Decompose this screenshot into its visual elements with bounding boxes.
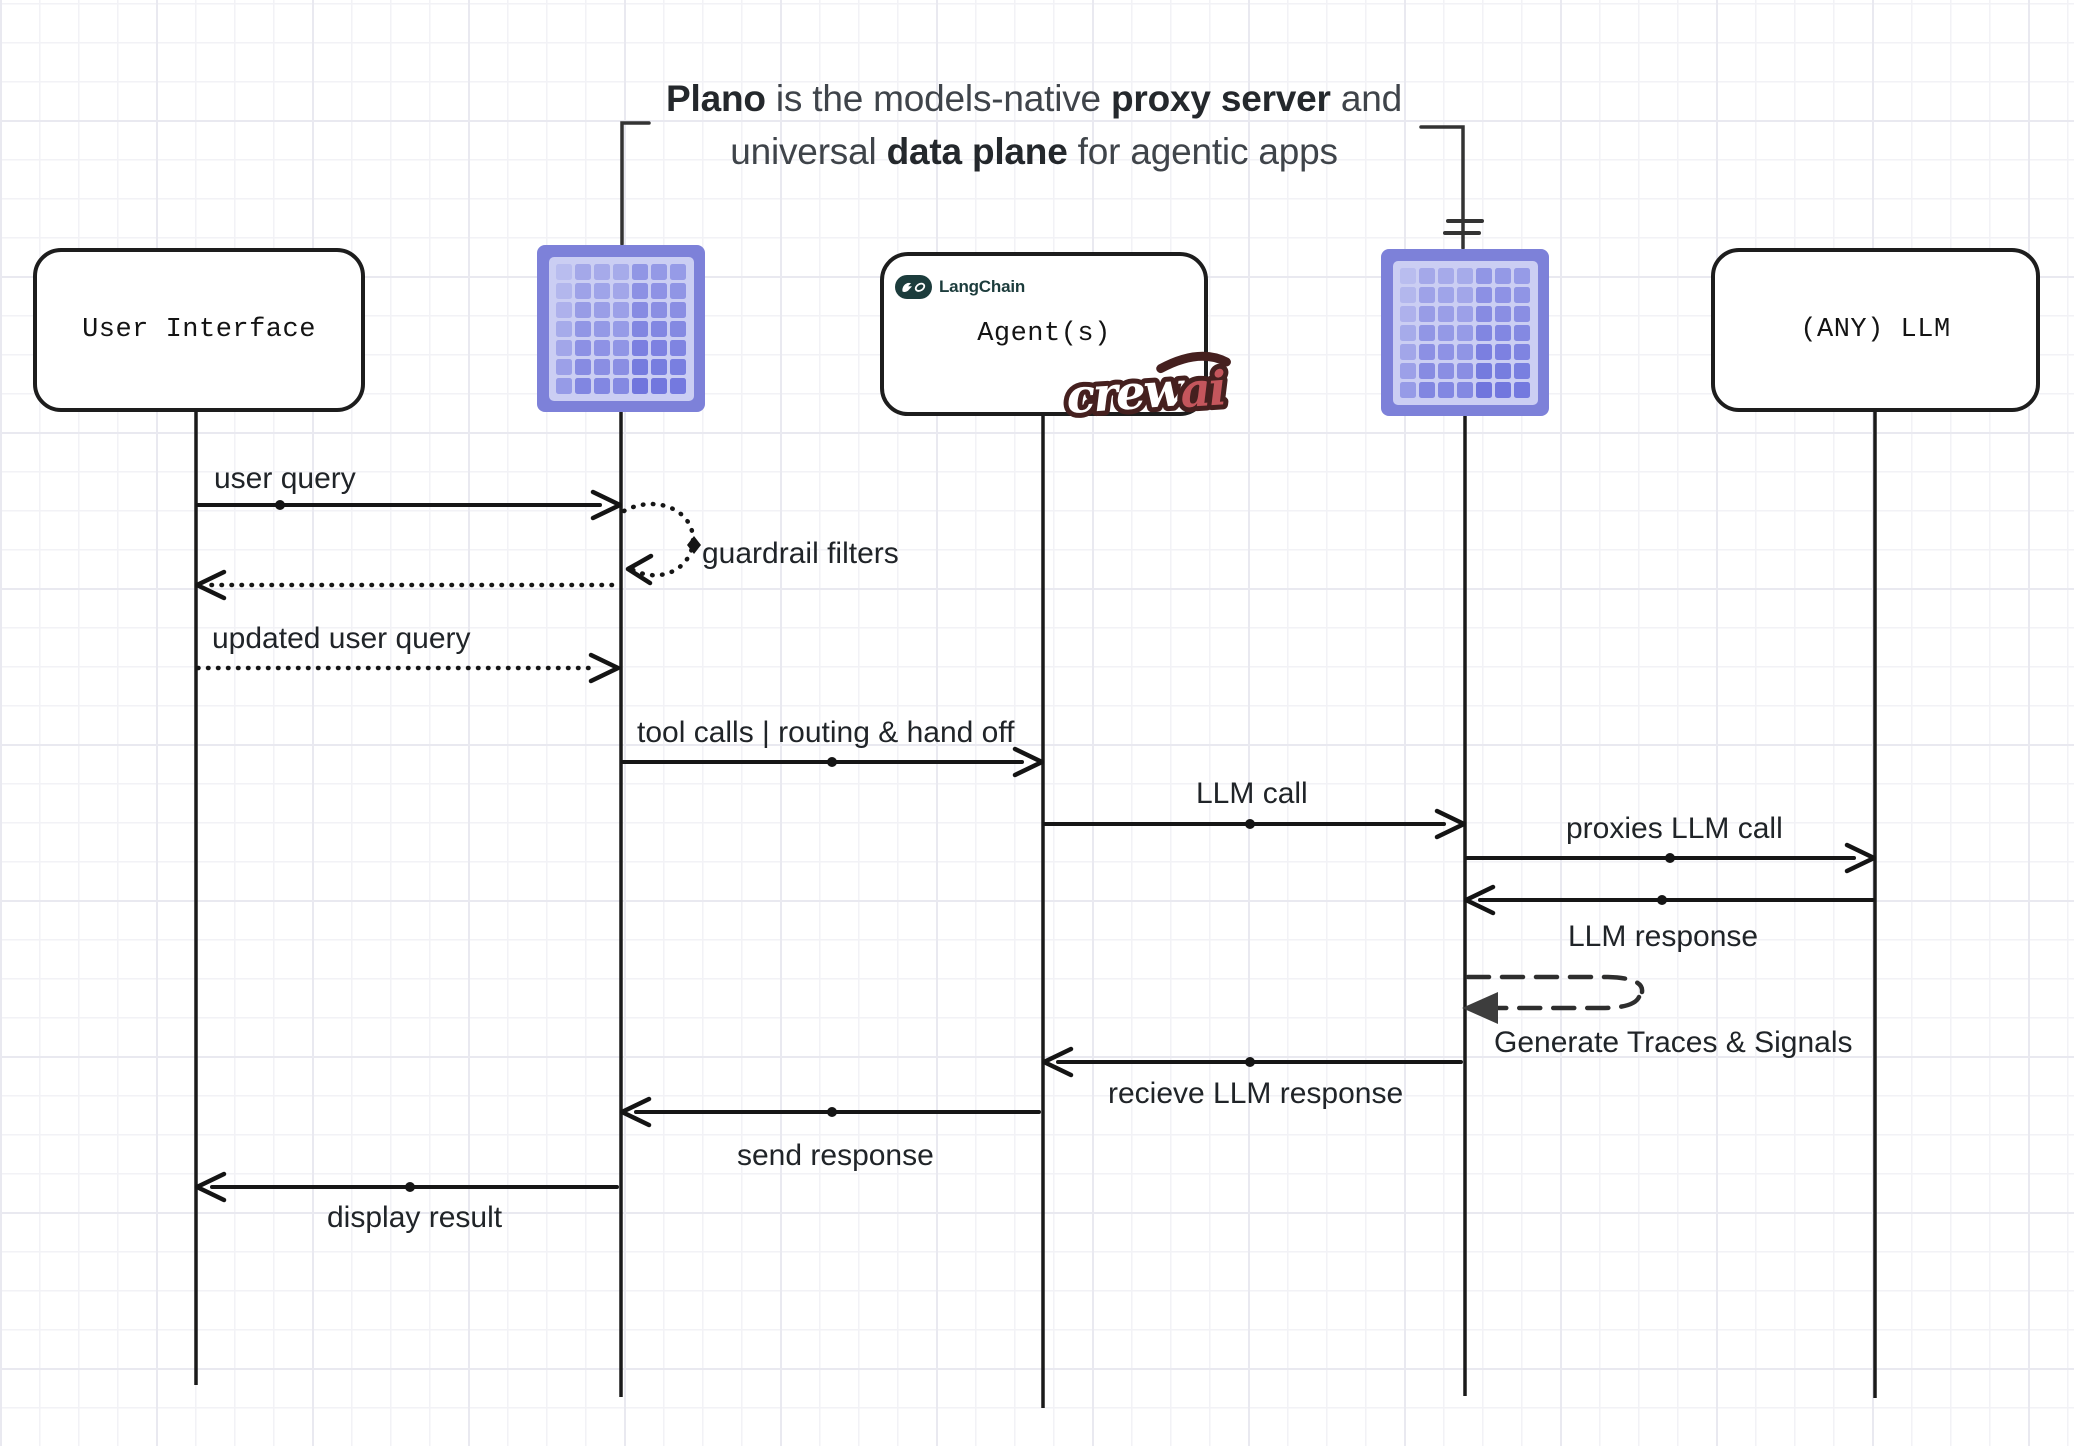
dotted-arrows bbox=[195, 501, 696, 671]
diagram-title: Plano is the models-native proxy server … bbox=[660, 72, 1408, 178]
langchain-glyphs bbox=[902, 282, 926, 292]
plano-pixel-panel bbox=[1392, 260, 1538, 405]
plano-pixel-grid-icon bbox=[1400, 267, 1530, 398]
guardrail-self-loop bbox=[621, 501, 696, 578]
langchain-wordmark: LangChain bbox=[939, 277, 1026, 296]
crewai-swoosh-icon bbox=[1156, 351, 1231, 374]
label-updated-user-query: updated user query bbox=[212, 622, 471, 655]
title-line-1: Plano is the models-native proxy server … bbox=[666, 78, 1402, 119]
actor-agents: Agent(s) bbox=[880, 252, 1208, 416]
arrow-heads bbox=[194, 489, 1877, 1203]
actor-any-llm: (ANY) LLM bbox=[1711, 248, 2040, 412]
traces-self-loop bbox=[1465, 974, 1645, 1011]
label-tool-calls: tool calls | routing & hand off bbox=[637, 716, 1015, 749]
title-brackets bbox=[620, 121, 1484, 250]
crewai-ai-text: ai bbox=[1178, 361, 1226, 419]
traces-loop-top bbox=[1465, 974, 1645, 995]
label-display-result: display result bbox=[327, 1201, 503, 1234]
arrow-midpoint-dots bbox=[275, 500, 1675, 1192]
loop-diamond-icon bbox=[687, 536, 701, 554]
actor-user-interface-label: User Interface bbox=[82, 315, 316, 345]
label-llm-call: LLM call bbox=[1196, 777, 1308, 810]
crewai-logo: crew ai bbox=[1062, 351, 1232, 429]
actor-agents-label: Agent(s) bbox=[977, 319, 1111, 349]
title-bracket-right bbox=[1419, 125, 1465, 250]
traces-loop-arrowhead bbox=[1462, 992, 1498, 1024]
plano-dataplane-icon bbox=[1381, 249, 1549, 416]
label-proxies-llm-call: proxies LLM call bbox=[1566, 812, 1783, 845]
actor-user-interface: User Interface bbox=[33, 248, 365, 412]
label-guardrail-filters: guardrail filters bbox=[702, 537, 899, 570]
label-user-query: user query bbox=[214, 462, 356, 495]
lifelines bbox=[194, 411, 1877, 1408]
langchain-parrot-chain-icon bbox=[895, 275, 932, 299]
label-recieve-llm-response: recieve LLM response bbox=[1108, 1077, 1404, 1110]
title-line-2: universal data plane for agentic apps bbox=[730, 131, 1338, 172]
plano-proxy-icon bbox=[537, 245, 705, 412]
title-bracket-left bbox=[620, 121, 651, 246]
label-send-response: send response bbox=[737, 1139, 934, 1172]
plano-pixel-panel bbox=[548, 256, 694, 401]
actor-any-llm-label: (ANY) LLM bbox=[1800, 315, 1951, 345]
langchain-logo: LangChain bbox=[895, 275, 1025, 299]
plano-pixel-grid-icon bbox=[556, 263, 686, 394]
label-llm-response: LLM response bbox=[1568, 920, 1759, 953]
traces-loop-bottom bbox=[1481, 994, 1642, 1011]
label-generate-traces: Generate Traces & Signals bbox=[1494, 1026, 1853, 1059]
crewai-crew-text: crew bbox=[1065, 362, 1188, 425]
